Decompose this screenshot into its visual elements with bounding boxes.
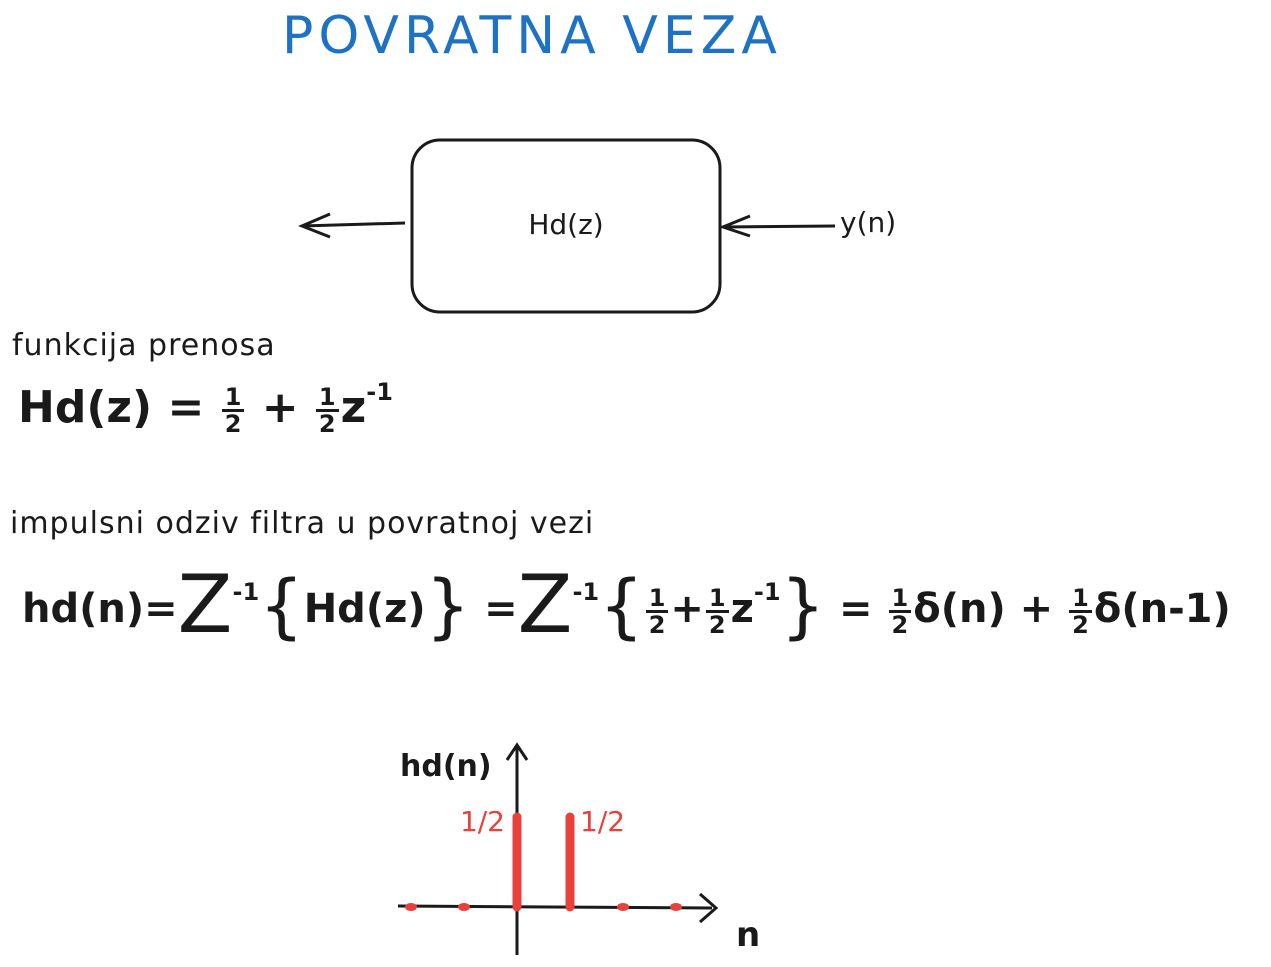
input-arrow-line (722, 224, 836, 229)
page-title: POVRATNA VEZA (282, 6, 782, 66)
impulse-plus: + (670, 586, 704, 632)
impulse-z-exponent: -1 (753, 578, 781, 606)
x-axis-arrowhead (699, 892, 719, 924)
zero-sample-n-1 (458, 903, 470, 911)
x-axis (397, 904, 713, 910)
y-axis-label: hd(n) (400, 749, 492, 784)
z-transform-operator: Z (177, 558, 233, 651)
z-transform-operator: Z (517, 558, 573, 651)
delta-arg-n-minus-1: (n-1) (1121, 586, 1231, 632)
delta-symbol: δ (1093, 586, 1122, 632)
impulse-equals: = (144, 586, 178, 632)
stems-group: 1/2 1/2 (405, 805, 682, 912)
impulse-z: z (730, 586, 754, 632)
impulse-lhs: hd(n) (22, 586, 145, 632)
y-axis-arrowhead (505, 742, 529, 761)
transfer-caption: funkcija prenosa (12, 328, 276, 363)
block-label: Hd(z) (528, 208, 603, 241)
output-arrow-line (301, 221, 406, 228)
block-diagram: Hd(z) y(n) (298, 138, 896, 314)
input-label: y(n) (840, 206, 896, 239)
impulse-equals: = (839, 586, 873, 632)
transfer-equals: = (167, 382, 205, 433)
brace-open: { (599, 565, 644, 647)
zero-sample-n-2 (405, 903, 417, 911)
inverse-exponent: -1 (232, 578, 260, 606)
zero-sample-n2 (617, 903, 629, 911)
delta-symbol: δ (913, 586, 941, 632)
input-arrowhead (718, 214, 751, 238)
transfer-z-exponent: -1 (366, 378, 393, 406)
transfer-block (410, 138, 722, 314)
transfer-plus: + (261, 382, 299, 433)
transfer-lhs: Hd(z) (18, 382, 153, 433)
brace-open: { (259, 565, 304, 647)
output-arrowhead (298, 212, 331, 239)
delta-arg-n: (n) (940, 586, 1006, 632)
zero-sample-n3 (670, 903, 682, 911)
brace-close: } (425, 565, 471, 647)
brace-close: } (780, 565, 826, 647)
impulse-caption: impulsni odziv filtra u povratnoj vezi (10, 506, 595, 541)
impulse-equals: = (484, 586, 518, 632)
stem-label-n1: 1/2 (580, 805, 625, 838)
impulse-plus: + (1019, 586, 1054, 632)
stem-label-n0: 1/2 (460, 805, 505, 838)
x-axis-label: n (736, 915, 760, 955)
inverse-exponent: -1 (572, 578, 600, 606)
inner-hd: Hd(z) (303, 586, 426, 632)
transfer-z: z (340, 382, 367, 433)
